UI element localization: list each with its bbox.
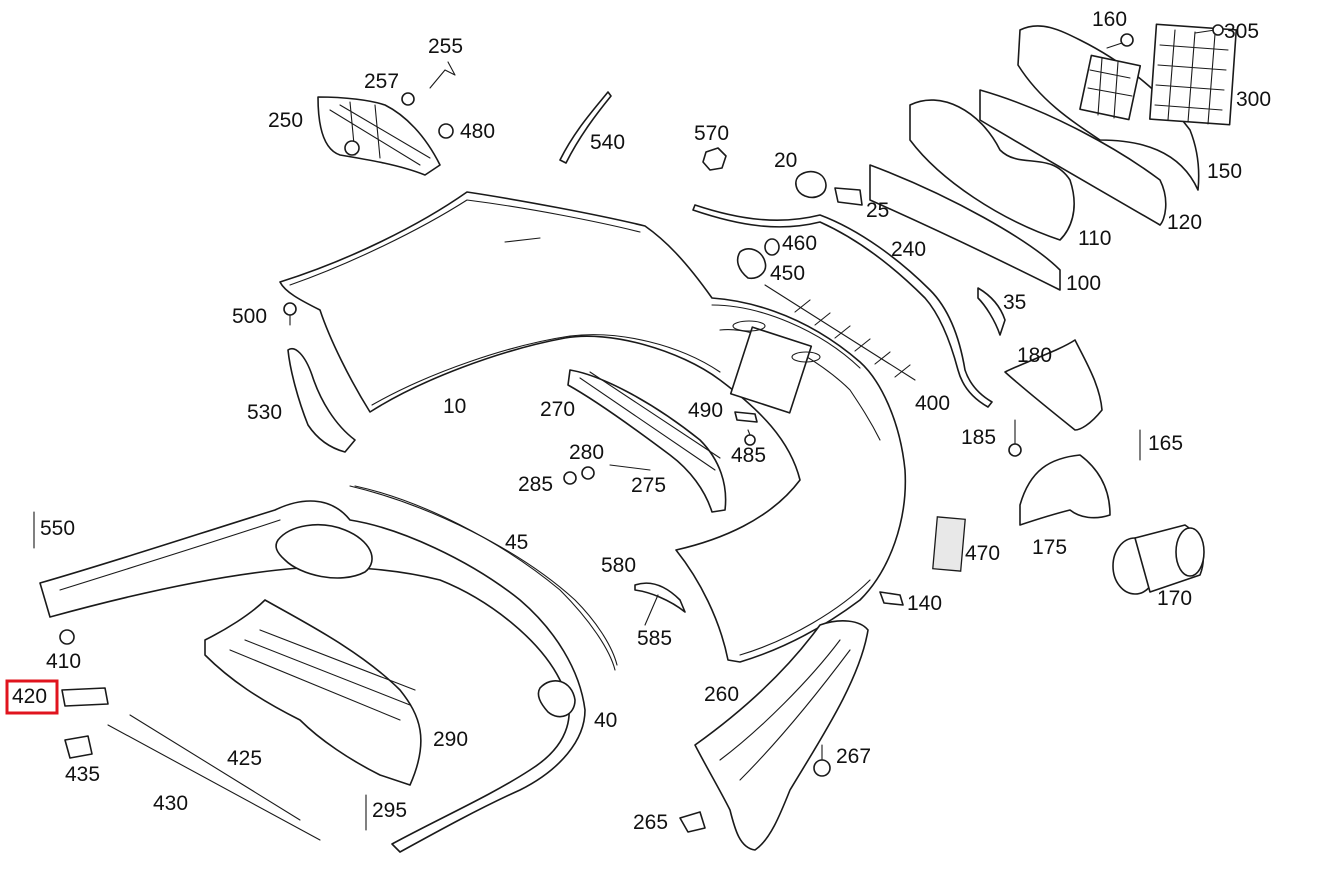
part-label-255[interactable]: 255	[428, 35, 463, 58]
part-label-265[interactable]: 265	[633, 811, 668, 834]
exhaust-bracket-part[interactable]	[1004, 339, 1103, 431]
clip-25-part[interactable]	[834, 187, 863, 206]
part-label-267[interactable]: 267	[836, 745, 871, 768]
seal-strip-part[interactable]	[692, 204, 993, 408]
trim-strip-part[interactable]	[559, 91, 612, 164]
part-label-185[interactable]: 185	[961, 426, 996, 449]
nut-570-part[interactable]	[702, 147, 727, 171]
part-label-160[interactable]: 160	[1092, 8, 1127, 31]
part-label-10[interactable]: 10	[443, 395, 466, 418]
part-label-175[interactable]: 175	[1032, 536, 1067, 559]
part-label-170[interactable]: 170	[1157, 587, 1192, 610]
part-label-45[interactable]: 45	[505, 531, 528, 554]
bracket-35-part[interactable]	[977, 287, 1006, 336]
part-label-435[interactable]: 435	[65, 763, 100, 786]
part-label-25[interactable]: 25	[866, 199, 889, 222]
highlight-box	[5, 679, 59, 715]
part-label-400[interactable]: 400	[915, 392, 950, 415]
part-label-580[interactable]: 580	[601, 554, 636, 577]
part-label-250[interactable]: 250	[268, 109, 303, 132]
bumper-cover-part[interactable]	[279, 191, 907, 663]
fasteners-part[interactable]	[33, 24, 1224, 841]
part-label-110[interactable]: 110	[1078, 227, 1111, 250]
upper-carrier-part[interactable]	[869, 23, 1238, 291]
part-label-300[interactable]: 300	[1236, 88, 1271, 111]
part-label-480[interactable]: 480	[460, 120, 495, 143]
part-label-240[interactable]: 240	[891, 238, 926, 261]
part-label-270[interactable]: 270	[540, 398, 575, 421]
side-bracket-part[interactable]	[694, 620, 869, 851]
part-label-260[interactable]: 260	[704, 683, 739, 706]
trim-rail-part[interactable]	[349, 485, 618, 666]
part-label-425[interactable]: 425	[227, 747, 262, 770]
heat-shield-part[interactable]	[1019, 454, 1111, 526]
part-label-470[interactable]: 470	[965, 542, 1000, 565]
part-label-140[interactable]: 140	[907, 592, 942, 615]
part-label-165[interactable]: 165	[1148, 432, 1183, 455]
part-label-420[interactable]: 420	[12, 685, 47, 708]
center-carrier-part[interactable]	[567, 369, 727, 513]
part-label-35[interactable]: 35	[1003, 291, 1026, 314]
part-label-285[interactable]: 285	[518, 473, 553, 496]
part-label-100[interactable]: 100	[1066, 272, 1101, 295]
small-trim-part[interactable]	[634, 582, 686, 613]
part-label-485[interactable]: 485	[731, 444, 766, 467]
part-label-275[interactable]: 275	[631, 474, 666, 497]
part-label-290[interactable]: 290	[433, 728, 468, 751]
diffuser-part[interactable]	[204, 599, 422, 786]
lower-bumper-part[interactable]	[39, 485, 616, 853]
part-label-450[interactable]: 450	[770, 262, 805, 285]
part-label-280[interactable]: 280	[569, 441, 604, 464]
part-label-540[interactable]: 540	[590, 131, 625, 154]
part-label-530[interactable]: 530	[247, 401, 282, 424]
part-label-550[interactable]: 550	[40, 517, 75, 540]
part-label-490[interactable]: 490	[688, 399, 723, 422]
part-labels: 10 20 25 35 40 45 100 110 120 140 150 160 165 170 175 1…	[12, 8, 1271, 834]
module-part[interactable]	[932, 516, 966, 572]
part-label-257[interactable]: 257	[364, 70, 399, 93]
part-label-410[interactable]: 410	[46, 650, 81, 673]
side-panel-part[interactable]	[287, 348, 356, 453]
part-label-180[interactable]: 180	[1017, 344, 1052, 367]
part-label-570[interactable]: 570	[694, 122, 729, 145]
part-label-295[interactable]: 295	[372, 799, 407, 822]
exhaust-tip-part[interactable]	[1112, 524, 1205, 595]
part-label-305[interactable]: 305	[1224, 20, 1259, 43]
part-label-460[interactable]: 460	[782, 232, 817, 255]
part-label-20[interactable]: 20	[774, 149, 797, 172]
left-bracket-part[interactable]	[317, 96, 441, 176]
sensor-part[interactable]	[736, 238, 780, 280]
part-label-40[interactable]: 40	[594, 709, 617, 732]
part-label-430[interactable]: 430	[153, 792, 188, 815]
part-label-585[interactable]: 585	[637, 627, 672, 650]
part-label-120[interactable]: 120	[1167, 211, 1202, 234]
part-label-500[interactable]: 500	[232, 305, 267, 328]
part-label-150[interactable]: 150	[1207, 160, 1242, 183]
connector-20-part[interactable]	[795, 170, 827, 199]
